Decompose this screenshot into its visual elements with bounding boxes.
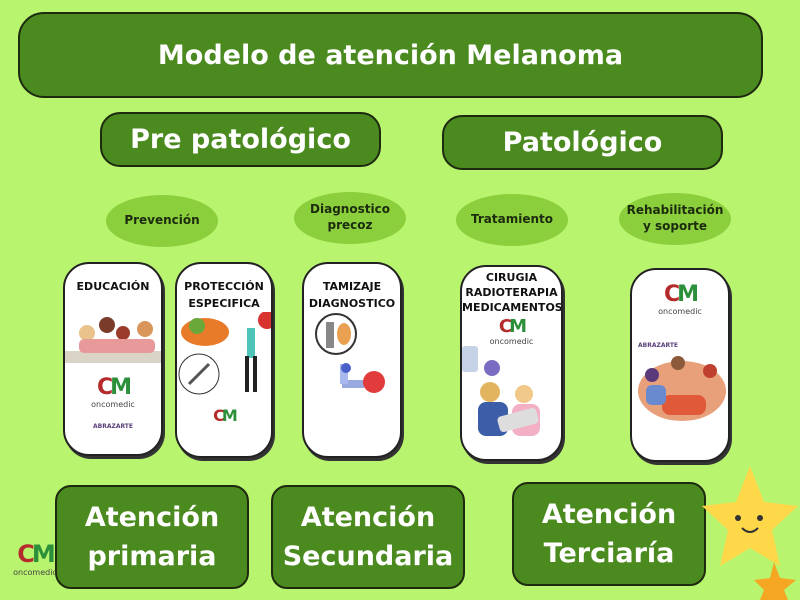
oncomedic-logo: CM <box>663 282 699 307</box>
level-atencion-secundaria: Atención Secundaria <box>271 485 465 589</box>
level-atencion-primaria: Atención primaria <box>55 485 249 589</box>
phase-pre-patologico: Pre patológico <box>100 112 381 167</box>
card-heading: TAMIZAJE DIAGNOSTICO <box>308 280 396 311</box>
oncomedic-text: oncomedic <box>13 568 57 577</box>
stage-prevencion: Prevención <box>106 195 218 247</box>
abrazarte-logo: ABRAZARTE <box>638 342 679 349</box>
oncomedic-text: oncomedic <box>91 400 135 410</box>
students-reading-illustration <box>65 317 161 364</box>
main-title: Modelo de atención Melanoma <box>18 12 763 98</box>
card-educacion: EDUCACIÓN CM oncomedic ABRAZARTE <box>63 262 163 456</box>
card-tratamiento: CIRUGIA RADIOTERAPIA MEDICAMENTOS CM onc… <box>460 265 563 461</box>
card-tamizaje-diagnostico: TAMIZAJE DIAGNOSTICO <box>302 262 402 458</box>
group-hug-illustration <box>638 356 726 421</box>
treatment-illustration <box>462 345 540 436</box>
card-rehabilitacion: CM oncomedic ABRAZARTE <box>630 268 730 462</box>
card-proteccion-especifica: PROTECCIÓN ESPECIFICA CM <box>175 262 273 458</box>
stage-tratamiento: Tratamiento <box>456 194 568 246</box>
card-heading: CIRUGIA RADIOTERAPIA MEDICAMENTOS <box>462 271 563 314</box>
oncomedic-text: oncomedic <box>658 307 702 316</box>
healthy-lifestyle-illustration <box>178 311 271 395</box>
oncomedic-text: oncomedic <box>489 336 534 346</box>
card-heading: PROTECCIÓN ESPECIFICA <box>184 280 264 311</box>
phase-patologico: Patológico <box>442 115 723 170</box>
abrazarte-logo: ABRAZARTE <box>92 423 134 431</box>
stage-diagnostico-precoz: Diagnostico precoz <box>294 192 406 244</box>
oncomedic-corner-logo: CM oncomedic <box>4 540 66 577</box>
card-heading: EDUCACIÓN <box>76 280 150 293</box>
star-mascot-icon <box>702 466 798 600</box>
stage-rehabilitacion: Rehabilitación y soporte <box>619 193 731 245</box>
level-atencion-terciaria: Atención Terciaría <box>512 482 706 586</box>
screening-illustration <box>315 313 385 394</box>
oncomedic-logo: CM <box>498 315 527 337</box>
oncomedic-logo: CM <box>96 375 132 401</box>
oncomedic-logo: CM <box>213 406 238 426</box>
